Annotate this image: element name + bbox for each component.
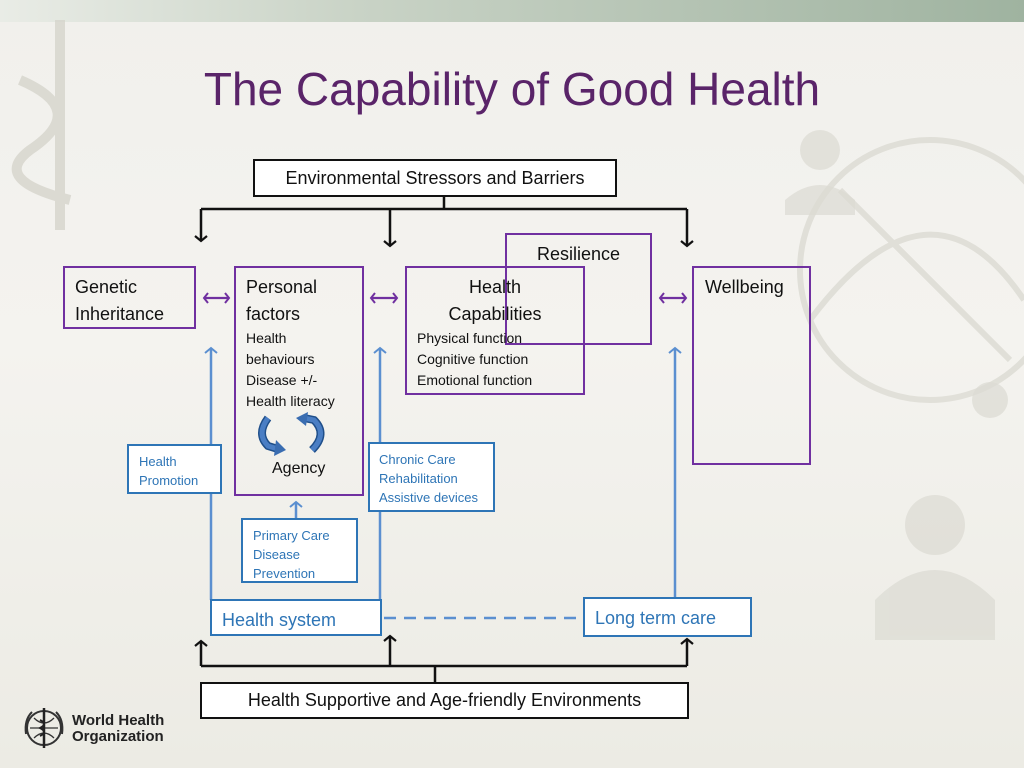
supportive-environments-label: Health Supportive and Age-friendly Envir… xyxy=(247,690,642,710)
resilience-box: Resilience xyxy=(505,233,652,345)
long-term-care-box: Long term care xyxy=(583,597,752,637)
environmental-stressors-box: Environmental Stressors and Barriers xyxy=(253,159,617,197)
long-term-care-label: Long term care xyxy=(595,608,717,628)
resilience-label: Resilience xyxy=(536,244,621,264)
who-name-line1: World Health xyxy=(72,712,165,729)
who-name-line2: Organization xyxy=(72,728,164,745)
genetic-line2: Inheritance xyxy=(75,304,165,324)
bg-person-head xyxy=(905,495,965,555)
health-promotion-line: Health xyxy=(139,454,177,469)
health-system-label: Health system xyxy=(222,610,337,630)
who-name: World Health Organization xyxy=(72,713,172,745)
primary-care-line: Disease xyxy=(253,547,300,562)
genetic-line1: Genetic xyxy=(75,277,138,297)
bg-globe-line xyxy=(807,231,1024,322)
health-promotion-box: Health Promotion xyxy=(127,444,222,494)
bg-person-head xyxy=(800,130,840,170)
bg-globe-line xyxy=(837,187,1013,363)
chronic-care-line: Chronic Care xyxy=(379,452,456,467)
supportive-environments-box: Health Supportive and Age-friendly Envir… xyxy=(200,682,689,719)
bg-serpent xyxy=(11,75,72,205)
agency-label: Agency xyxy=(272,460,326,477)
personal-item: Health xyxy=(246,330,287,346)
bg-globe xyxy=(797,137,1024,403)
personal-item: Disease +/- xyxy=(246,372,318,388)
wellbeing-label: Wellbeing xyxy=(705,277,784,297)
primary-care-box: Primary Care Disease Prevention xyxy=(241,518,358,583)
genetic-inheritance-box: Genetic Inheritance xyxy=(63,266,196,329)
top-band xyxy=(0,0,1024,22)
who-emblem-icon xyxy=(24,708,64,748)
personal-item: behaviours xyxy=(246,351,315,367)
chronic-care-line: Assistive devices xyxy=(379,490,478,505)
capabilities-line2: Capabilities xyxy=(448,304,542,324)
capabilities-item: Cognitive function xyxy=(417,351,529,367)
bg-person-body xyxy=(875,570,995,640)
personal-item: Health literacy xyxy=(246,393,335,409)
capabilities-item: Emotional function xyxy=(417,372,533,388)
primary-care-line: Prevention xyxy=(253,566,316,581)
environmental-stressors-label: Environmental Stressors and Barriers xyxy=(285,168,585,188)
chronic-care-line: Rehabilitation xyxy=(379,471,458,486)
health-promotion-line: Promotion xyxy=(139,473,199,488)
capabilities-item: Physical function xyxy=(417,330,523,346)
primary-care-line: Primary Care xyxy=(253,528,330,543)
capabilities-line1: Health xyxy=(468,277,522,297)
personal-line1: Personal xyxy=(246,277,318,297)
wellbeing-box: Wellbeing xyxy=(692,266,811,465)
who-logo xyxy=(22,706,162,754)
health-system-box: Health system xyxy=(210,599,382,636)
health-capabilities-box: Health Capabilities Physical function Co… xyxy=(405,266,585,395)
personal-line2: factors xyxy=(246,304,301,324)
chronic-care-box: Chronic Care Rehabilitation Assistive de… xyxy=(368,442,495,512)
personal-factors-box: Personal factors Health behaviours Disea… xyxy=(234,266,364,496)
cycle-arrows-icon xyxy=(258,412,325,456)
slide-title: The Capability of Good Health xyxy=(203,63,821,115)
